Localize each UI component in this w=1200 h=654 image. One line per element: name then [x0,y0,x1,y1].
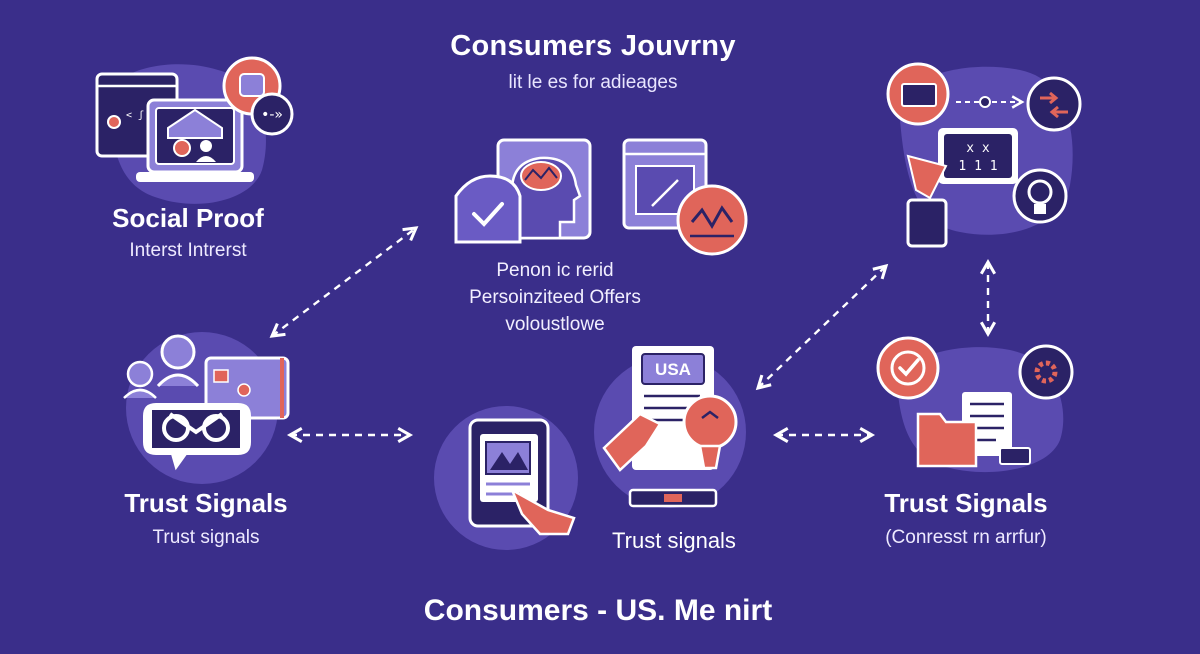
usa-badge [641,353,705,385]
graph-badge-icon [676,184,748,256]
trust-left-illustration [123,332,290,484]
screen-code-text: x x [966,141,990,156]
gear-icon [1018,344,1074,400]
swap-arrows-icon [1026,76,1082,132]
diagram-subtitle: lit le es for adieages [508,72,678,93]
arrow-center-to-top-right [755,263,889,391]
personalized-line-1: Penon ic rerid [496,260,614,281]
avatar-large-icon [160,334,196,370]
red-dot-icon [107,115,121,129]
social-proof-subtitle: Interst Intrerst [129,240,247,261]
personalized-line-3: voloustlowe [505,314,605,335]
speaker-icon [906,198,948,248]
laptop-base-icon [136,172,254,182]
trust-center-illustration: USA [434,346,746,550]
diagram-title: Consumers Jouvrny [450,30,736,62]
check-badge-icon [876,336,940,400]
trust-right-illustration [876,336,1074,473]
svg-text:1 1 1: 1 1 1 [958,159,997,174]
house-icon [167,108,223,139]
top-right-illustration: x x 1 1 1 [886,62,1082,248]
gear-icon [173,139,191,157]
arrow-social-to-personalized [269,226,419,338]
shield-check-icon [454,174,522,244]
footer-text: Consumers - US. Me nirt [423,594,773,627]
trust-left-title: Trust Signals [124,488,288,518]
personalized-offers-illustration [454,138,748,256]
red-chevron-icon [906,154,948,200]
folder-icon [916,412,978,468]
personalized-line-2: Persoinziteed Offers [469,287,641,308]
hand-icon [602,412,662,472]
connector-arrows [269,226,997,444]
lightbulb-icon [682,394,738,450]
bulb-icon [1012,168,1068,224]
ellipsis-bubble-icon [250,92,294,136]
social-proof-title: Social Proof [112,203,264,233]
window-code-text: < ʃ ᴅᴇ [126,110,160,121]
trust-center-title: Trust signals [612,528,736,553]
trust-right-subtitle: (Conresst rn arrfur) [885,527,1047,548]
usa-badge-text: USA [655,360,691,379]
trust-right-title: Trust Signals [884,488,1048,518]
svg-text:•-»: •-» [261,107,283,123]
stand-icon [999,447,1031,465]
pointing-hand-icon [509,487,576,536]
trust-left-subtitle: Trust signals [152,527,260,548]
avatar-icon [126,360,154,388]
social-proof-illustration: < ʃ ᴅᴇ •-» [95,56,294,204]
